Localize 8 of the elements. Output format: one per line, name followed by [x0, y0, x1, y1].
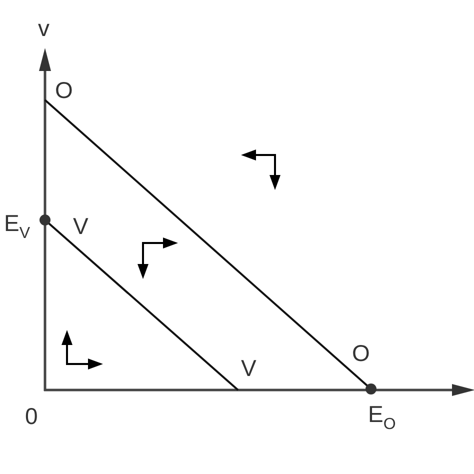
isocline-label: O: [55, 79, 73, 102]
isocline-label: V: [241, 357, 256, 380]
isocline-label: O: [352, 342, 370, 365]
equilibrium-label: E$_{O}$: [368, 403, 396, 433]
equilibrium-label: E$_{V}$: [4, 212, 30, 242]
origin-label: 0: [25, 405, 38, 428]
isocline-label: V: [73, 215, 88, 238]
axis-label: v: [38, 17, 50, 40]
